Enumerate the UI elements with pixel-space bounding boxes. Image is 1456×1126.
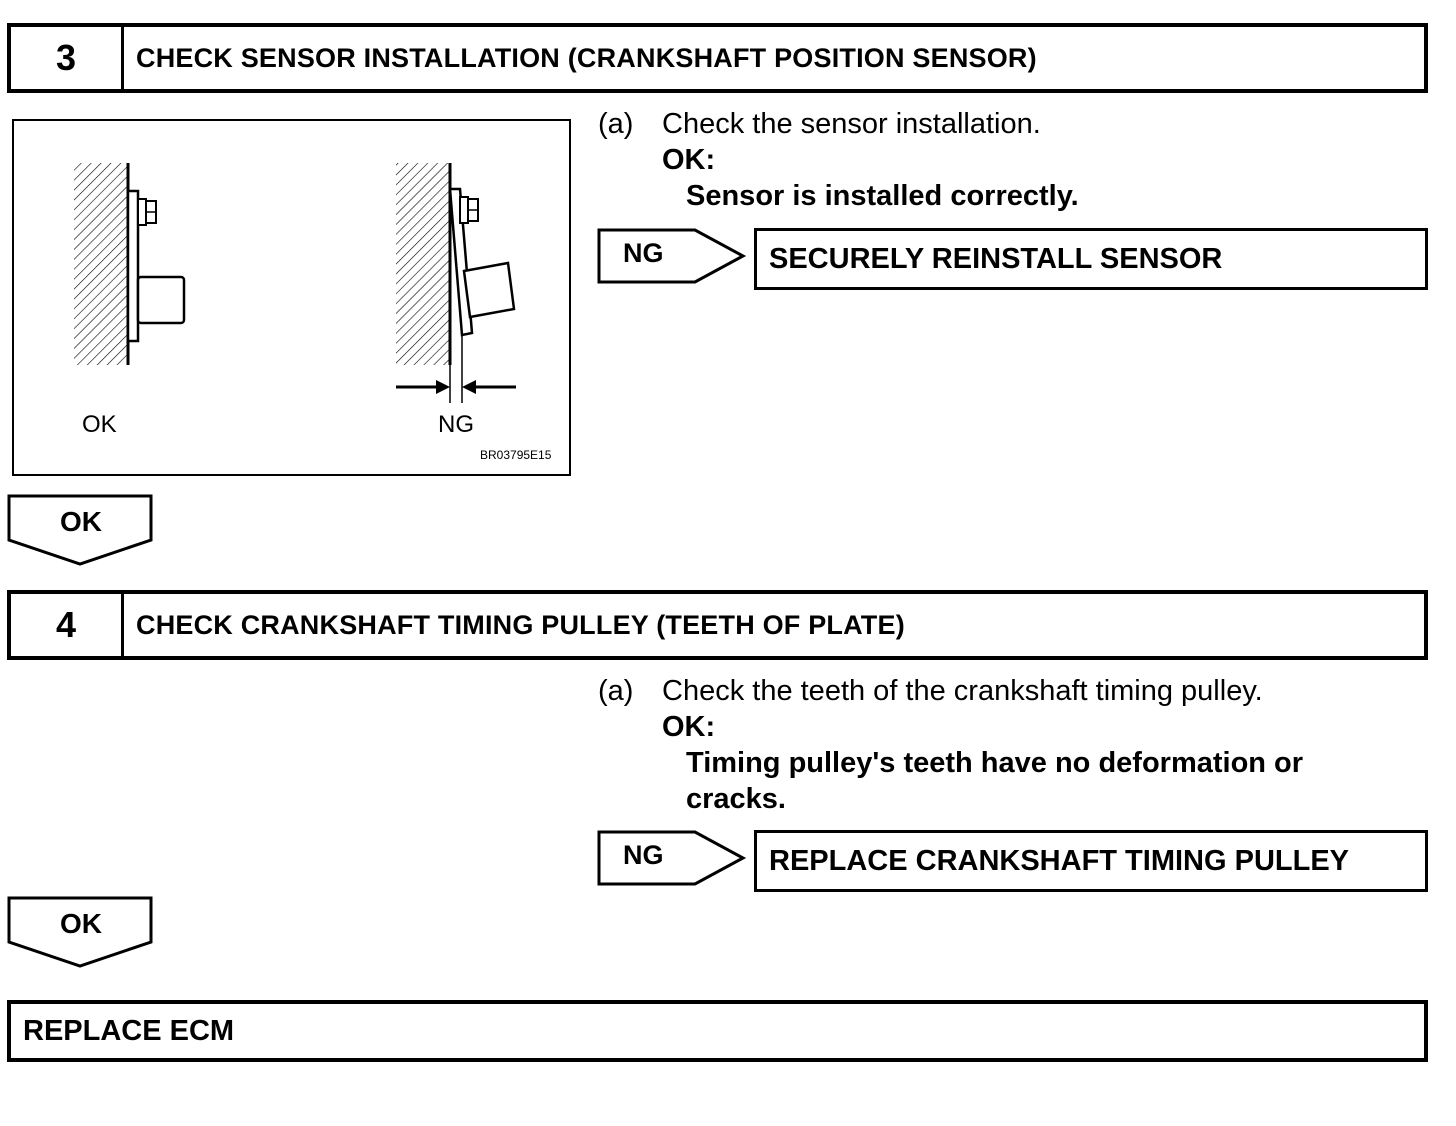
step-3-instruction: Check the sensor installation. — [662, 108, 1041, 140]
sensor-installation-figure: OK NG BR03795E15 — [12, 119, 571, 476]
step-4-number: 4 — [11, 594, 124, 656]
step-3-ok-label: OK: — [662, 144, 716, 176]
step-4-ok-label: OK: — [662, 711, 716, 743]
ng-sensor-drawing — [396, 163, 516, 403]
step-4-header: 4 CHECK CRANKSHAFT TIMING PULLEY (TEETH … — [7, 590, 1428, 660]
step-4-ok-criteria-line2: cracks. — [686, 783, 786, 815]
final-action: REPLACE ECM — [7, 1000, 1428, 1062]
sensor-diagram: OK NG BR03795E15 — [74, 163, 552, 462]
step-3-ng-tag: NG — [623, 238, 664, 268]
step-4-title: CHECK CRANKSHAFT TIMING PULLEY (TEETH OF… — [136, 609, 905, 640]
ok-sensor-drawing — [74, 163, 186, 365]
step-4-ng-action: REPLACE CRANKSHAFT TIMING PULLEY — [754, 830, 1428, 892]
step-4-ok-criteria-line1: Timing pulley's teeth have no deformatio… — [686, 747, 1304, 779]
step-4-instruction: Check the teeth of the crankshaft timing… — [662, 675, 1263, 707]
step-3-ok-arrow: OK — [7, 494, 155, 568]
step-3-header: 3 CHECK SENSOR INSTALLATION (CRANKSHAFT … — [7, 23, 1428, 93]
step-4-ng-tag: NG — [623, 840, 664, 870]
figure-ng-caption: NG — [438, 411, 474, 438]
figure-ok-caption: OK — [82, 411, 117, 438]
step-3-ng-action: SECURELY REINSTALL SENSOR — [754, 228, 1428, 290]
step-4-ok-arrow: OK — [7, 896, 155, 970]
step-3-ng-arrow: NG — [597, 228, 749, 284]
step-4-item-marker: (a) — [598, 675, 634, 707]
step-4-ng-arrow: NG — [597, 830, 749, 886]
step-4-ok-arrow-label: OK — [60, 908, 102, 939]
step-3-number: 3 — [11, 27, 124, 89]
step-3-item-marker: (a) — [598, 108, 634, 140]
step-3-ok-arrow-label: OK — [60, 506, 102, 537]
step-3-ok-criteria: Sensor is installed correctly. — [686, 180, 1079, 212]
step-3-title: CHECK SENSOR INSTALLATION (CRANKSHAFT PO… — [136, 42, 1037, 73]
figure-code: BR03795E15 — [480, 448, 552, 462]
